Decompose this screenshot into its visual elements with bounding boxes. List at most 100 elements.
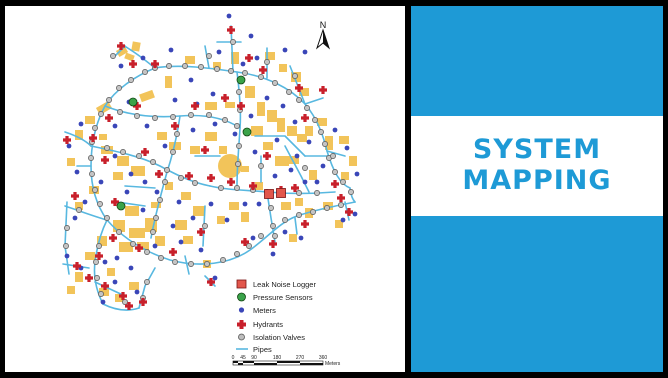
isolation-valve-icon	[324, 205, 330, 211]
hydrant-icon	[197, 228, 205, 236]
scale-tick: 0	[232, 355, 235, 361]
hydrant-icon	[291, 184, 299, 192]
meter-icon	[226, 13, 232, 19]
meter-icon	[172, 97, 178, 103]
hydrant-icon	[227, 26, 235, 34]
meter-icon	[140, 207, 146, 213]
building	[67, 158, 75, 166]
hydrant-icon	[135, 244, 143, 252]
isolation-valve-icon	[92, 125, 98, 131]
meter-icon	[256, 201, 262, 207]
meters-layer	[64, 13, 360, 305]
pipe-segment	[64, 201, 70, 275]
hydrant-icon	[201, 146, 209, 154]
meter-icon	[224, 217, 230, 223]
isolation-valve-icon	[234, 123, 240, 129]
hydrant-icon	[133, 102, 141, 110]
isolation-valve-icon	[332, 169, 338, 175]
isolation-valve-icon	[130, 241, 136, 247]
pipe-segment	[184, 255, 190, 275]
hydrant-icon	[185, 172, 193, 180]
building	[155, 236, 165, 246]
isolation-valve-icon	[92, 187, 98, 193]
scale-tick: 90	[251, 355, 257, 361]
isolation-valve-icon	[150, 229, 156, 235]
meter-icon	[302, 179, 308, 185]
isolation-valve-icon	[246, 243, 252, 249]
hydrant-icon	[141, 148, 149, 156]
hydrant-icon	[95, 252, 103, 260]
building	[129, 228, 145, 238]
isolation-valve-icon	[144, 279, 150, 285]
meter-icon	[72, 215, 78, 221]
meter-icon	[352, 211, 358, 217]
hydrant-icon	[345, 208, 353, 216]
isolation-valve-icon	[264, 59, 270, 65]
isolation-valve-icon	[63, 243, 69, 249]
building	[125, 206, 139, 216]
building	[67, 286, 75, 294]
meter-icon	[344, 145, 350, 151]
isolation-valve-icon	[93, 259, 99, 265]
isolation-valve-icon	[296, 97, 302, 103]
legend-label: Leak Noise Logger	[253, 280, 316, 289]
meter-icon	[212, 275, 218, 281]
isolation-valve-icon	[206, 53, 212, 59]
hydrant-icon	[101, 282, 109, 290]
building	[279, 64, 287, 72]
building	[349, 156, 357, 166]
pressure-sensor-icon	[242, 127, 252, 137]
isolation-valve-icon	[235, 161, 241, 167]
building	[229, 202, 239, 210]
isolation-valve-icon	[170, 114, 176, 120]
pipe-segment	[254, 135, 306, 157]
building	[205, 132, 217, 141]
meter-icon	[198, 247, 204, 253]
isolation-valve-icon	[170, 149, 176, 155]
hydrant-icon	[117, 42, 125, 51]
isolation-valves-layer	[63, 39, 354, 305]
hydrant-icon	[301, 114, 309, 122]
meter-icon	[140, 55, 146, 61]
pressure-sensor-icon	[236, 75, 246, 85]
meter-icon	[178, 239, 184, 245]
building	[277, 118, 285, 132]
isolation-valve-icon	[318, 129, 324, 135]
building	[217, 216, 225, 224]
hydrant-icon	[207, 174, 215, 182]
building	[183, 236, 193, 244]
meter-icon	[118, 63, 124, 69]
building	[257, 102, 265, 116]
legend-item-meters: Meters	[238, 306, 276, 315]
pipe-segment	[294, 217, 298, 235]
meter-icon	[314, 179, 320, 185]
building	[115, 45, 129, 58]
meter-icon	[98, 179, 104, 185]
meter-icon	[252, 149, 258, 155]
meter-icon	[240, 61, 246, 67]
leak-noise-logger-icon	[276, 188, 286, 198]
pipe-segment	[94, 281, 126, 297]
pipe-segment	[154, 65, 351, 189]
hydrant-icon	[263, 152, 271, 160]
isolation-valve-icon	[314, 190, 320, 196]
isolation-valve-icon	[302, 165, 308, 171]
meter-icon	[288, 167, 294, 173]
building	[325, 136, 333, 150]
isolation-valve-icon	[218, 185, 224, 191]
isolation-valve-icon	[166, 63, 172, 69]
hydrant-icon	[109, 234, 117, 242]
building	[115, 294, 123, 302]
meter-icon	[232, 131, 238, 137]
meter-icon	[306, 139, 312, 145]
isolation-valve-icon	[214, 66, 220, 72]
isolation-valve-icon	[204, 261, 210, 267]
isolation-valve-icon	[174, 131, 180, 137]
building	[75, 272, 83, 282]
pressure-sensors-layer	[116, 75, 252, 211]
legend-label: Pressure Sensors	[253, 293, 313, 302]
isolation-valve-icon	[234, 185, 240, 191]
isolation-valve-icon	[222, 117, 228, 123]
legend-item-leak-noise-logger: Leak Noise Logger	[236, 279, 316, 289]
isolation-valve-icon	[192, 180, 198, 186]
